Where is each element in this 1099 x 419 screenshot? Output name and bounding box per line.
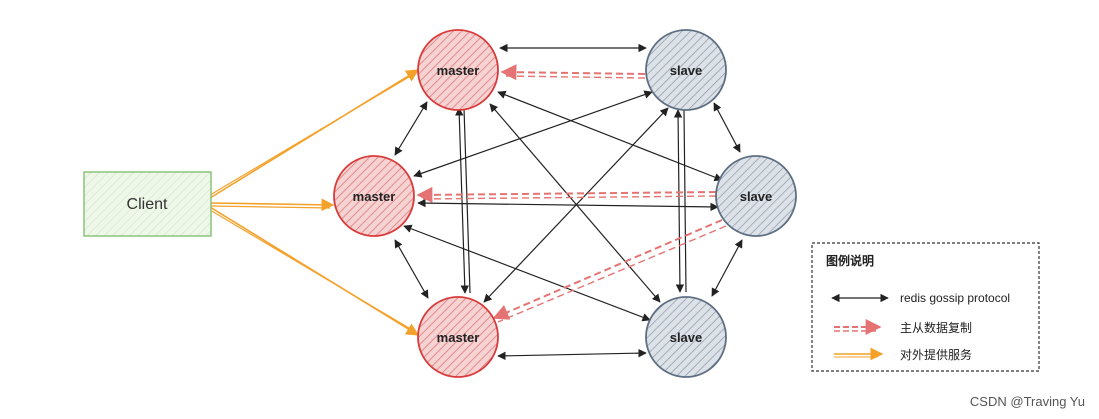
gossip-m1-m3-b (463, 107, 471, 294)
gossip-edges (394, 43, 743, 361)
gossip-m2-s2 (417, 198, 719, 212)
master-top-label: master (437, 63, 480, 78)
slave-node-right: slave (715, 155, 797, 237)
gossip-m2-m3 (394, 239, 429, 299)
replication-s1-m1 (500, 64, 646, 81)
legend-service-label: 对外提供服务 (900, 347, 972, 362)
service-edge-m2-b (209, 205, 331, 209)
service-edges (209, 69, 420, 336)
slave-node-top: slave (645, 29, 727, 111)
replication-s2-m3-b (497, 225, 727, 323)
master-node-top: master (417, 29, 499, 111)
gossip-s2-s3 (711, 239, 743, 297)
service-edge-m1-b (209, 73, 415, 196)
client-label: Client (127, 196, 168, 213)
legend-box (811, 242, 1040, 372)
legend-title: 图例说明 (826, 253, 874, 268)
master-node-middle: master (333, 155, 415, 237)
gossip-s1-s3 (673, 109, 685, 293)
gossip-s1-s2 (713, 102, 741, 153)
gossip-s1-s3-b (683, 109, 687, 293)
slave-bottom-label: slave (670, 330, 703, 345)
slave-node-bottom: slave (645, 296, 727, 378)
replication-s2-m2-b (421, 195, 717, 200)
legend-gossip-label: redis gossip protocol (900, 291, 1010, 305)
legend-replication-label: 主从数据复制 (900, 320, 972, 335)
master-bottom-label: master (437, 330, 480, 345)
legend: 图例说明 redis gossip protocol 主从数据复制 对外提供服务 (811, 242, 1040, 372)
gossip-m1-m2 (394, 101, 428, 156)
watermark: CSDN @Traving Yu (969, 394, 1085, 409)
slave-top-label: slave (670, 63, 703, 78)
master-middle-label: master (353, 189, 396, 204)
replication-s1-m1-b (505, 75, 646, 79)
gossip-m1-m3 (455, 107, 469, 294)
gossip-m1-s3 (489, 103, 661, 303)
service-edge-m2 (209, 198, 335, 212)
client-box: Client (83, 171, 212, 237)
replication-edges (416, 64, 727, 323)
gossip-m3-s3 (497, 348, 647, 361)
replication-s2-m3 (492, 219, 723, 320)
gossip-m3-s1 (483, 107, 669, 303)
replication-s2-m2 (416, 186, 717, 203)
slave-right-label: slave (740, 189, 773, 204)
master-node-bottom: master (417, 296, 499, 378)
service-edge-m3-b (209, 209, 415, 332)
